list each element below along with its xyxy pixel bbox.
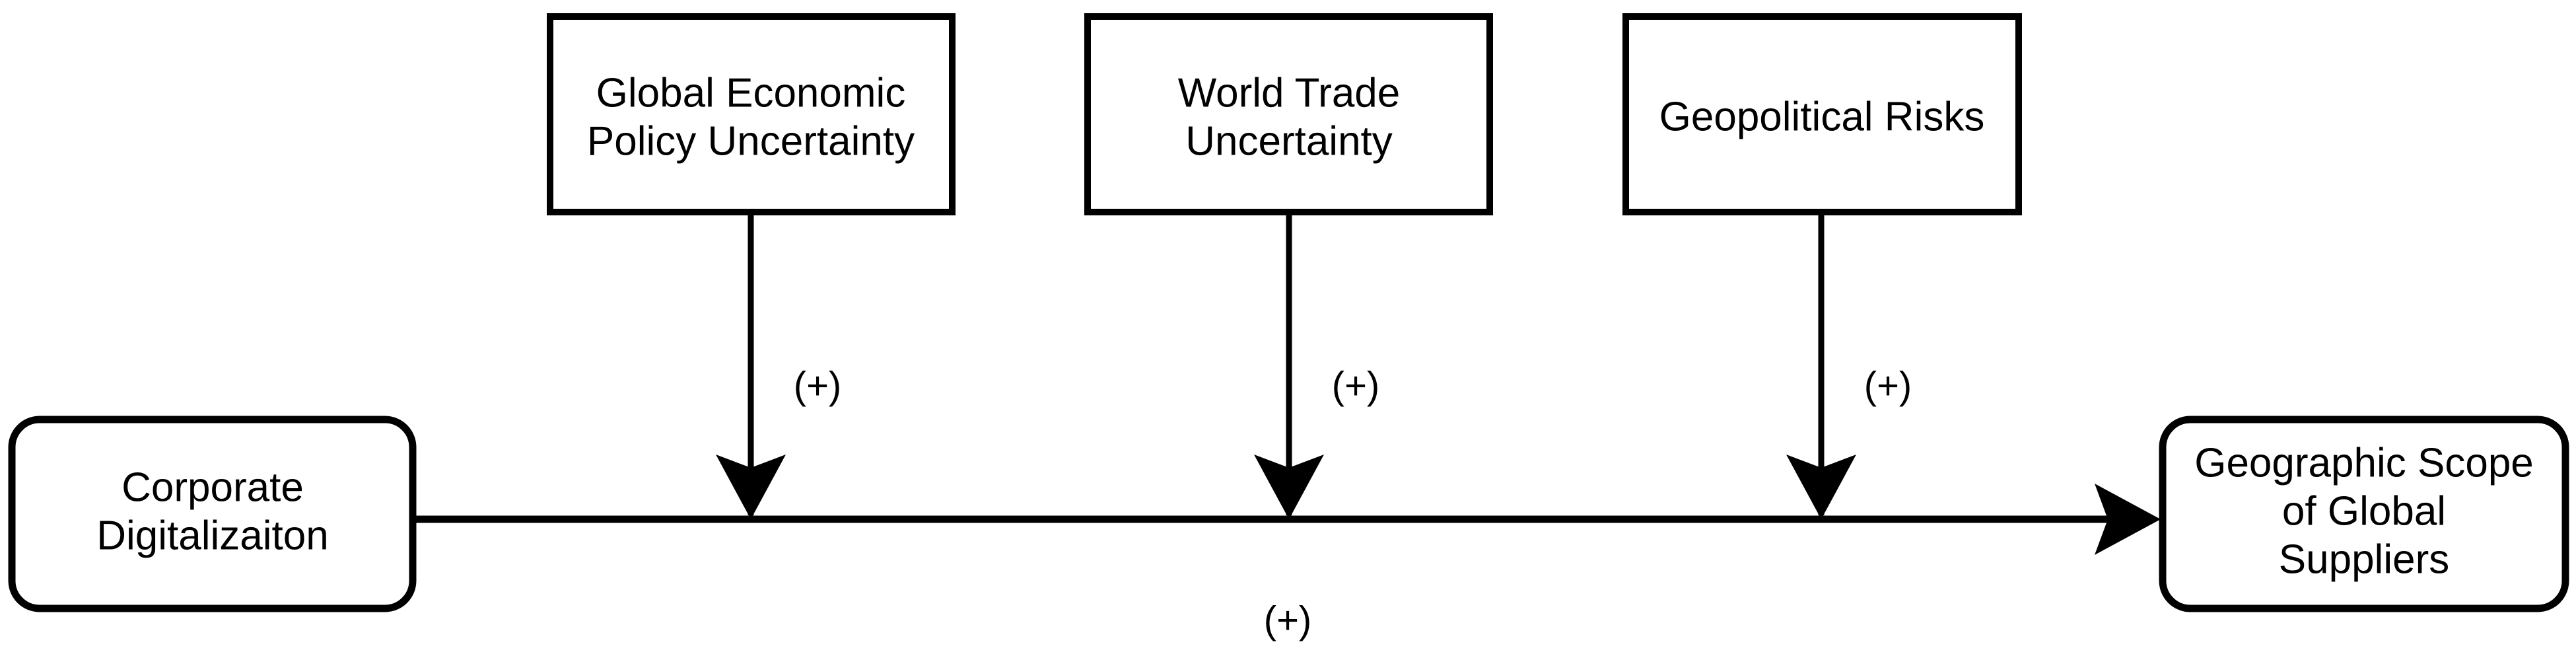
edge-moderation-gpr [1786,215,1856,519]
gepu-label-line-1: Global Economic [596,70,906,116]
geographic-scope-label-line-3: Suppliers [2279,536,2449,582]
gpr-box[interactable] [1622,13,2022,215]
gepu-label-line-2: Policy Uncertainty [587,118,915,164]
sign-label-main-effect: (+) [1264,599,1312,641]
node-geographic-scope-of-global-suppliers[interactable]: Geographic Scope of Global Suppliers [2159,416,2569,612]
moderation-gepu-arrowhead-icon [716,455,786,519]
node-corporate-digitalizaiton[interactable]: Corporate Digitalizaiton [8,416,417,612]
moderation-gpr-arrowhead-icon [1786,455,1856,519]
gpr-label-line-1: Geopolitical Risks [1659,94,1985,139]
geographic-scope-box[interactable] [2159,416,2569,612]
corporate-digitalizaiton-box[interactable] [8,416,417,612]
wtu-label-line-2: Uncertainty [1185,118,1393,164]
node-world-trade-uncertainty[interactable]: World Trade Uncertainty [1084,13,1493,215]
sign-label-moderation-wtu: (+) [1332,364,1380,407]
wtu-label-line-1: World Trade [1178,70,1401,116]
corporate-digitalizaiton-label-line-2: Digitalizaiton [96,513,329,558]
geographic-scope-label-line-2: of Global [2282,488,2446,534]
edge-main-effect [416,484,2161,555]
edge-moderation-gepu [716,215,786,519]
edge-moderation-wtu [1254,215,1324,519]
sign-label-moderation-gpr: (+) [1864,364,1912,407]
node-global-economic-policy-uncertainty[interactable]: Global Economic Policy Uncertainty [547,13,956,215]
moderation-wtu-arrowhead-icon [1254,455,1324,519]
gepu-box[interactable] [547,13,956,215]
wtu-box[interactable] [1084,13,1493,215]
node-geopolitical-risks[interactable]: Geopolitical Risks [1622,13,2022,215]
main-effect-arrowhead-icon [2095,484,2161,555]
geographic-scope-label-line-1: Geographic Scope [2194,440,2534,486]
sign-label-moderation-gepu: (+) [794,364,842,407]
corporate-digitalizaiton-label-line-1: Corporate [122,464,304,510]
